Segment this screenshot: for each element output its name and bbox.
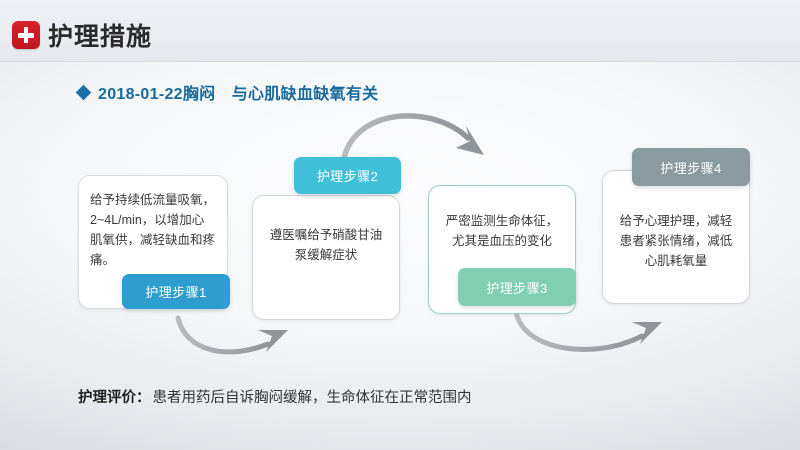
nursing-evaluation: 护理评价： 患者用药后自诉胸闷缓解，生命体征在正常范围内 <box>78 386 472 407</box>
step-card-4-text: 给予心理护理，减轻 患者紧张情绪，减低 心肌耗氧量 <box>619 214 733 268</box>
nursing-evaluation-label: 护理评价： <box>78 390 151 406</box>
step-card-3-text: 严密监测生命体征， 尤其是血压的变化 <box>445 214 559 248</box>
step-card-2[interactable]: 遵医嘱给予硝酸甘油 泵缓解症状 <box>252 195 400 320</box>
cross-bar-vertical <box>23 27 29 43</box>
step-badge-3[interactable]: 护理步骤3 <box>458 268 576 306</box>
diamond-bullet-icon <box>75 84 92 100</box>
step-card-2-text: 遵医嘱给予硝酸甘油 泵缓解症状 <box>269 228 383 262</box>
step-badge-1[interactable]: 护理步骤1 <box>122 274 230 309</box>
step-card-4[interactable]: 给予心理护理，减轻 患者紧张情绪，减低 心肌耗氧量 <box>602 170 750 304</box>
subtitle-text: 2018-01-22胸闷 与心肌缺血缺氧有关 <box>98 86 379 103</box>
connector-step2-to-step3 <box>341 113 484 161</box>
medical-cross-icon <box>12 21 40 49</box>
step-badge-2[interactable]: 护理步骤2 <box>294 157 401 194</box>
slide-header <box>0 0 800 62</box>
subtitle: 2018-01-22胸闷 与心肌缺血缺氧有关 <box>75 80 379 104</box>
page-title: 护理措施 <box>48 23 153 51</box>
step-badge-4[interactable]: 护理步骤4 <box>632 148 750 186</box>
connector-step1-to-step2 <box>175 315 288 355</box>
step-card-1-text: 给予持续低流量吸氧，2~4L/min，以增加心肌氧供，减轻缺血和疼痛。 <box>90 193 216 267</box>
connector-step3-to-step4 <box>513 309 662 352</box>
header-divider <box>0 61 800 62</box>
nursing-evaluation-text: 患者用药后自诉胸闷缓解，生命体征在正常范围内 <box>152 390 472 406</box>
